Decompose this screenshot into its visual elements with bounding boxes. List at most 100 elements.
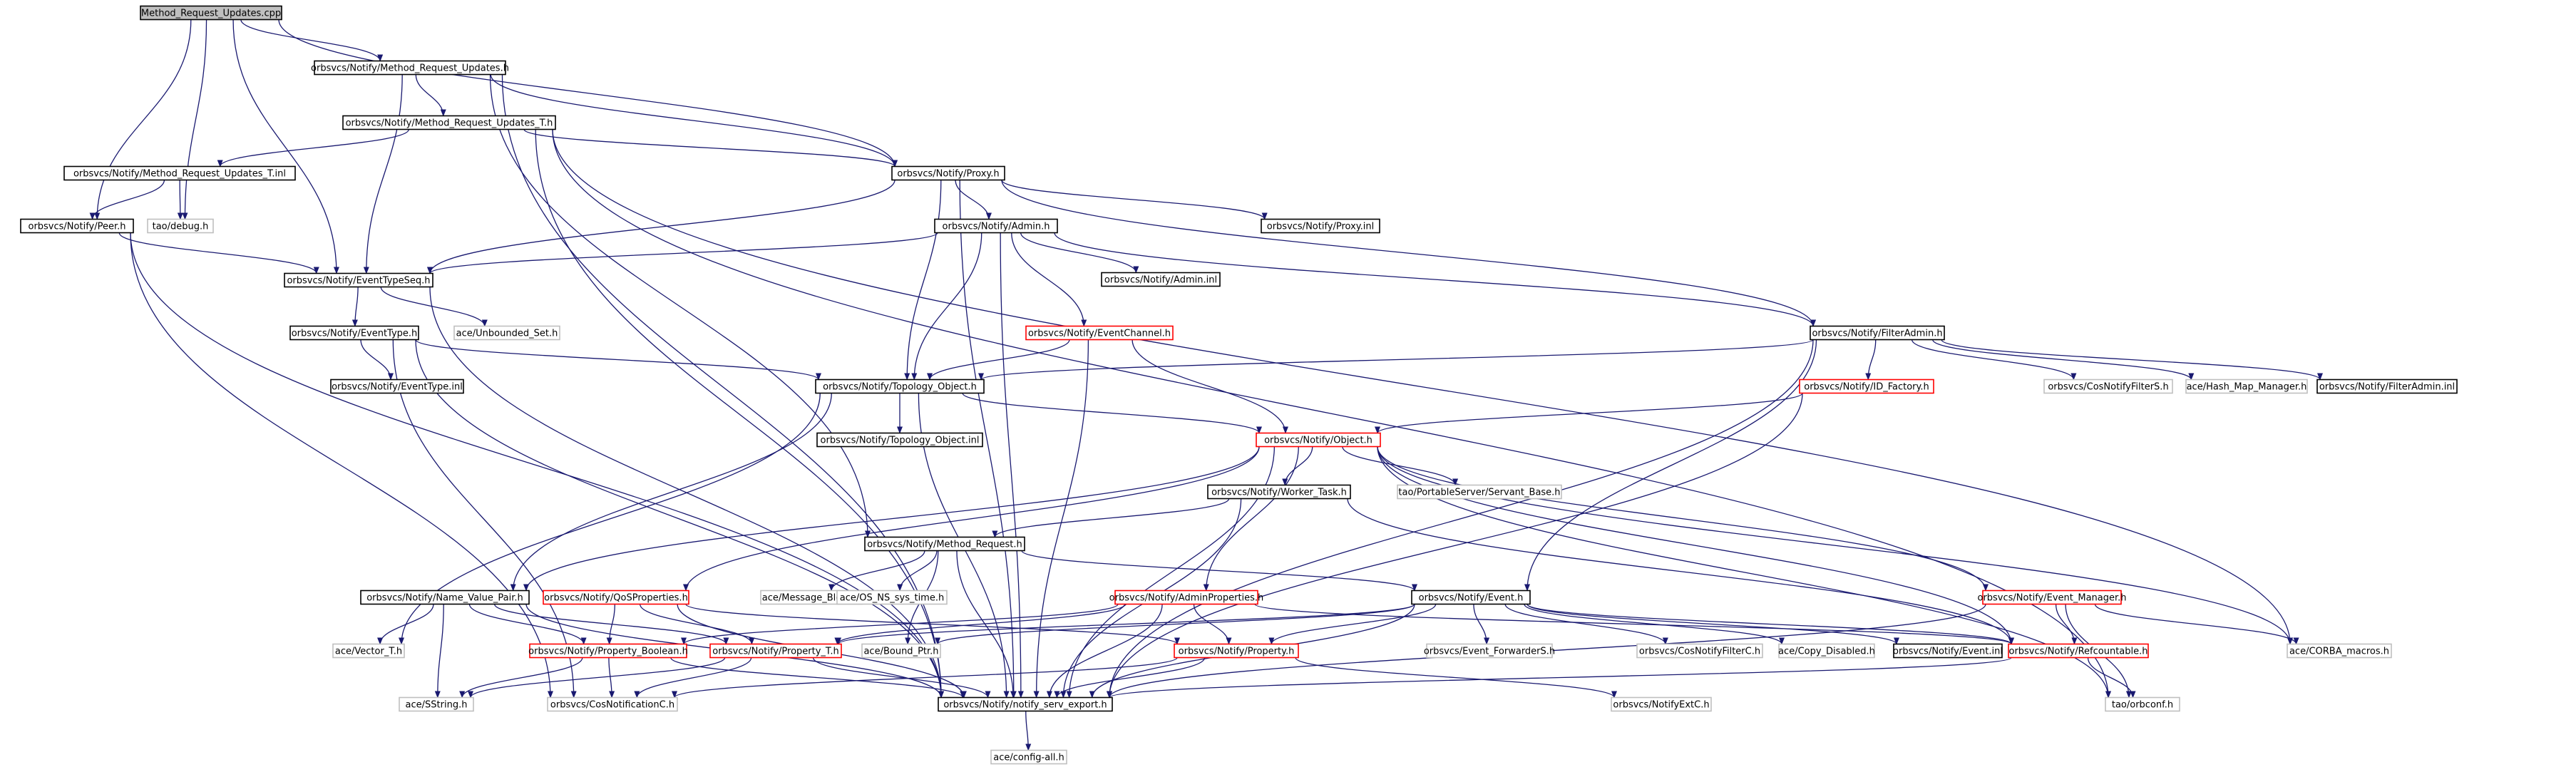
node-extc-h: orbsvcs/NotifyExtC.h — [1611, 696, 1712, 712]
node-prop-h[interactable]: orbsvcs/Notify/Property.h — [1174, 643, 1299, 659]
node-label: orbsvcs/Notify/Event_Manager.h — [1977, 593, 2126, 604]
node-label: orbsvcs/Notify/EventType.inl — [332, 382, 463, 393]
node-pb-h[interactable]: orbsvcs/Notify/Property_Boolean.h — [528, 643, 688, 659]
node-layer: Method_Request_Updates.cpp orbsvcs/Notify… — [20, 5, 2458, 765]
node-nvp-h[interactable]: orbsvcs/Notify/Name_Value_Pair.h — [360, 590, 530, 605]
node-et-h[interactable]: orbsvcs/Notify/EventType.h — [289, 325, 419, 341]
node-to-inl[interactable]: orbsvcs/Notify/Topology_Object.inl — [816, 432, 983, 448]
node-box — [1982, 590, 2122, 605]
node-mrut-h[interactable]: orbsvcs/Notify/Method_Request_Updates_T.… — [342, 115, 556, 130]
node-osns: ace/OS_NS_sys_time.h — [836, 590, 948, 605]
node-ref-h[interactable]: orbsvcs/Notify/Refcountable.h — [2008, 643, 2149, 659]
edge-mrut_h-to-nse_h — [535, 129, 944, 699]
node-debug-h: tao/debug.h — [147, 218, 214, 234]
edge-ev_h-to-copy_h — [1524, 604, 1785, 645]
node-admin-h[interactable]: orbsvcs/Notify/Admin.h — [934, 218, 1058, 234]
edge-obj_h-to-psb_h — [1342, 446, 1459, 486]
node-box — [1025, 325, 1174, 341]
node-box — [2008, 643, 2149, 659]
edge-ref_h-to-orbconf — [2087, 657, 2136, 699]
node-admin-inl[interactable]: orbsvcs/Notify/Admin.inl — [1101, 272, 1221, 287]
edge-pt_h-to-sstr_h — [468, 657, 726, 699]
edge-mr_h-to-osns — [897, 550, 938, 592]
node-box — [63, 165, 296, 181]
edge-mru_h-to-ets_h — [363, 74, 403, 274]
edge-prop_h-to-cncc_h — [672, 657, 1178, 699]
node-label: orbsvcs/Notify/Proxy.inl — [1267, 222, 1374, 232]
node-ets-h[interactable]: orbsvcs/Notify/EventTypeSeq.h — [284, 272, 433, 288]
node-label: orbsvcs/Notify/Worker_Task.h — [1211, 488, 1347, 498]
node-box — [342, 115, 556, 130]
edge-pt_h-to-cncc_h — [634, 657, 752, 699]
node-box — [1426, 643, 1553, 659]
node-ec-h[interactable]: orbsvcs/Notify/EventChannel.h — [1025, 325, 1174, 341]
node-label: orbsvcs/Notify/Object.h — [1264, 436, 1372, 446]
edge-ev_h-to-cnfc_h — [1504, 604, 1668, 645]
node-idf-h[interactable]: orbsvcs/Notify/ID_Factory.h — [1799, 379, 1934, 394]
node-proxy-h[interactable]: orbsvcs/Notify/Proxy.h — [891, 165, 1005, 181]
edge-peer_h-to-cncc_h — [130, 232, 553, 699]
edge-mru_h-to-nse_h — [501, 74, 944, 699]
node-label: orbsvcs/Notify/Admin.h — [943, 222, 1050, 232]
node-box — [1893, 643, 2003, 659]
node-label: orbsvcs/Notify/Property_Boolean.h — [528, 647, 688, 657]
node-box — [543, 590, 689, 605]
edge-ev_h-to-bptr_h — [935, 603, 1415, 645]
node-box — [1799, 379, 1934, 394]
node-et-inl[interactable]: orbsvcs/Notify/EventType.inl — [330, 379, 464, 394]
edge-fa_h-to-fa_inl — [1941, 339, 2323, 381]
node-label: ace/config-all.h — [993, 753, 1064, 763]
node-em-h[interactable]: orbsvcs/Notify/Event_Manager.h — [1977, 590, 2127, 605]
node-label: orbsvcs/Notify/Event.inl — [1893, 647, 2003, 657]
node-root[interactable]: Method_Request_Updates.cpp — [140, 5, 282, 21]
node-nse-h[interactable]: orbsvcs/Notify/notify_serv_export.h — [938, 696, 1113, 712]
edge-proxy_h-to-proxy_inl — [1001, 180, 1268, 220]
node-ev-h[interactable]: orbsvcs/Notify/Event.h — [1411, 590, 1531, 605]
node-qos-h[interactable]: orbsvcs/Notify/QoSProperties.h — [543, 590, 689, 605]
node-proxy-inl[interactable]: orbsvcs/Notify/Proxy.inl — [1261, 218, 1380, 234]
edge-ref_h-to-nse_h — [1107, 657, 2012, 699]
edge-adprop_h-to-prop_h — [1193, 604, 1232, 645]
node-mru-h[interactable]: orbsvcs/Notify/Method_Request_Updates.h — [311, 60, 509, 76]
edge-ev_h-to-efs_h — [1473, 604, 1490, 645]
node-pt-h[interactable]: orbsvcs/Notify/Property_T.h — [709, 643, 842, 659]
node-box — [360, 590, 530, 605]
edge-admin_h-to-fa_h — [1054, 232, 1816, 327]
edge-obj_h-to-em_h — [1377, 446, 1989, 592]
edge-nvp_h-to-pb_h — [468, 604, 587, 645]
node-fa-inl[interactable]: orbsvcs/Notify/FilterAdmin.inl — [2316, 379, 2458, 394]
node-peer-h[interactable]: orbsvcs/Notify/Peer.h — [20, 218, 134, 234]
node-obj-h[interactable]: orbsvcs/Notify/Object.h — [1256, 432, 1381, 448]
node-label: orbsvcs/Notify/Property_T.h — [712, 647, 838, 657]
node-mr-h[interactable]: orbsvcs/Notify/Method_Request.h — [864, 536, 1025, 552]
edge-adprop_h-to-pb_h — [681, 603, 1119, 645]
node-wt-h[interactable]: orbsvcs/Notify/Worker_Task.h — [1207, 484, 1351, 500]
edge-root-to-mru_h — [240, 19, 384, 62]
node-cnfc-h: orbsvcs/CosNotifyFilterC.h — [1636, 643, 1763, 659]
node-label: ace/Hash_Map_Manager.h — [2187, 382, 2307, 393]
node-mrut-inl[interactable]: orbsvcs/Notify/Method_Request_Updates_T.… — [63, 165, 296, 181]
node-box — [2043, 379, 2173, 394]
edge-et_h-to-et_inl — [360, 339, 394, 381]
node-box — [990, 749, 1067, 765]
edge-proxy_h-to-to_h — [904, 180, 942, 381]
node-box — [1207, 484, 1351, 500]
node-fa-h[interactable]: orbsvcs/Notify/FilterAdmin.h — [1810, 325, 1945, 341]
node-box — [332, 643, 405, 659]
edge-fa_h-to-ev_h — [1524, 339, 1817, 592]
node-box — [1810, 325, 1945, 341]
edge-pb_h-to-nse_h — [670, 657, 966, 699]
node-label: orbsvcs/Notify/Method_Request_Updates_T.… — [346, 118, 553, 129]
edge-qos_h-to-prop_h — [685, 603, 1180, 645]
node-to-h[interactable]: orbsvcs/Notify/Topology_Object.h — [815, 379, 985, 394]
node-label: orbsvcs/Event_ForwarderS.h — [1424, 647, 1555, 657]
node-box — [1101, 272, 1221, 287]
node-adprop-h[interactable]: orbsvcs/Notify/AdminProperties.h — [1109, 590, 1264, 605]
node-label: ace/Unbounded_Set.h — [456, 329, 558, 339]
edge-obj_h-to-adprop_h — [1203, 446, 1299, 592]
node-label: orbsvcs/Notify/Topology_Object.inl — [821, 436, 980, 446]
edge-mrut_h-to-corba_m — [552, 129, 2293, 645]
node-corba-m: ace/CORBA_macros.h — [2287, 643, 2392, 659]
edge-mrut_h-to-mrut_inl — [217, 129, 409, 168]
node-ev-inl[interactable]: orbsvcs/Notify/Event.inl — [1893, 643, 2003, 659]
